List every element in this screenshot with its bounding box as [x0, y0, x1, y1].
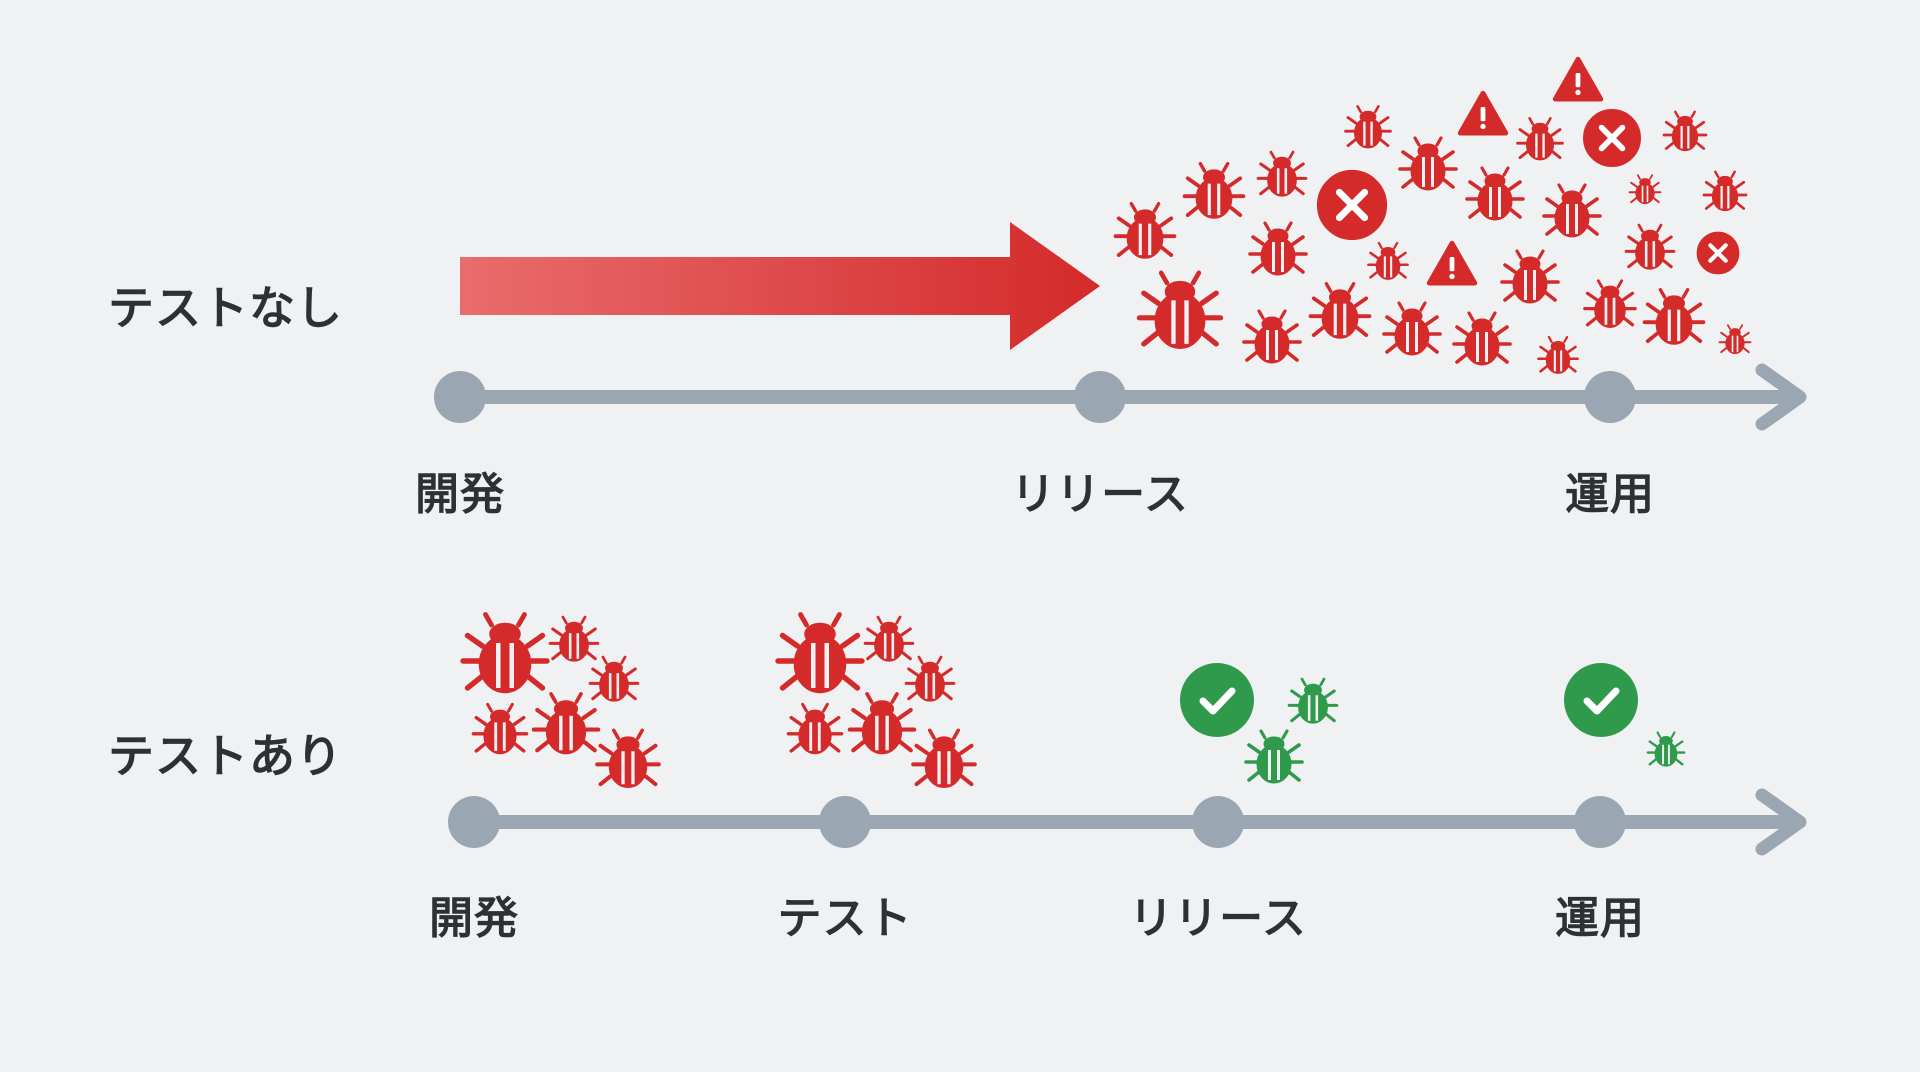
bug-icon: [1382, 301, 1442, 357]
bug-icon: [471, 702, 529, 756]
bug-icon: [534, 694, 598, 754]
bug-icon: [1642, 287, 1706, 347]
bug-icon: [1465, 166, 1525, 222]
stage-label-ops-top: 運用: [1565, 469, 1655, 520]
bug-icon: [1242, 309, 1302, 365]
warning-icon: [1460, 93, 1506, 133]
bug-icon: [850, 694, 914, 754]
error-x-icon: [1697, 232, 1739, 274]
bug-icon: [904, 655, 956, 703]
bug-icon: [1583, 279, 1637, 330]
stage-label-ops-bottom: 運用: [1555, 893, 1645, 944]
bug-icon: [1139, 273, 1220, 348]
bug-icon: [1500, 249, 1560, 305]
bug-icon: [548, 615, 600, 663]
bug-icon: [911, 728, 977, 790]
bug-icon: [778, 615, 862, 693]
bug-icon: [1646, 731, 1686, 768]
row-label-without-tests: テストなし: [108, 281, 343, 335]
timeline-node-test: [819, 796, 871, 848]
bug-surge-arrow-icon: [460, 222, 1100, 350]
bug-icon: [595, 728, 661, 790]
bug-icon: [1367, 241, 1409, 281]
error-x-icon: [1318, 171, 1387, 240]
bug-icon: [863, 615, 915, 663]
checkmark-icon: [1564, 663, 1638, 737]
bug-cluster-without-tests: [1113, 59, 1752, 375]
timeline-node-release: [1192, 796, 1244, 848]
bug-icon: [1182, 161, 1246, 221]
bug-icon: [1308, 281, 1372, 341]
stage-label-dev-top: 開発: [415, 469, 505, 520]
bug-cluster-test: [778, 615, 977, 790]
bug-icon: [1662, 110, 1708, 153]
timeline-node-dev: [448, 796, 500, 848]
error-x-icon: [1584, 110, 1641, 167]
release-status-with-tests: [1180, 663, 1339, 785]
bug-icon: [1248, 221, 1308, 277]
warning-icon: [1555, 59, 1601, 99]
timeline-without-tests: [434, 363, 1807, 431]
bug-icon: [463, 615, 547, 693]
stage-label-dev-bottom: 開発: [429, 893, 519, 944]
timeline-node-dev: [434, 371, 486, 423]
bug-cluster-dev: [463, 615, 661, 790]
bug-icon: [1542, 183, 1602, 239]
stage-label-release-bottom: リリース: [1129, 893, 1307, 944]
bug-icon: [1702, 170, 1748, 213]
checkmark-icon: [1180, 663, 1254, 737]
bug-icon: [1287, 677, 1339, 725]
bug-icon: [1718, 324, 1752, 355]
timeline-node-release: [1074, 371, 1126, 423]
timeline-with-tests: [448, 788, 1807, 856]
row-label-with-tests: テストあり: [108, 729, 343, 783]
bug-icon: [1537, 335, 1579, 375]
bug-icon: [1452, 311, 1512, 367]
bug-icon: [1398, 136, 1458, 192]
ops-status-with-tests: [1564, 663, 1686, 768]
timeline-node-ops: [1574, 796, 1626, 848]
bug-icon: [588, 655, 640, 703]
bug-icon: [1113, 201, 1177, 261]
stage-label-test-bottom: テスト: [777, 893, 913, 944]
bug-icon: [1244, 729, 1304, 785]
bug-icon: [1344, 104, 1392, 150]
bug-icon: [1624, 223, 1676, 271]
bug-icon: [786, 702, 844, 756]
stage-label-release-top: リリース: [1011, 469, 1189, 520]
warning-icon: [1429, 243, 1475, 283]
bug-icon: [1256, 150, 1308, 198]
bug-icon: [1628, 174, 1662, 205]
timeline-node-ops: [1584, 371, 1636, 423]
bug-icon: [1516, 116, 1564, 162]
